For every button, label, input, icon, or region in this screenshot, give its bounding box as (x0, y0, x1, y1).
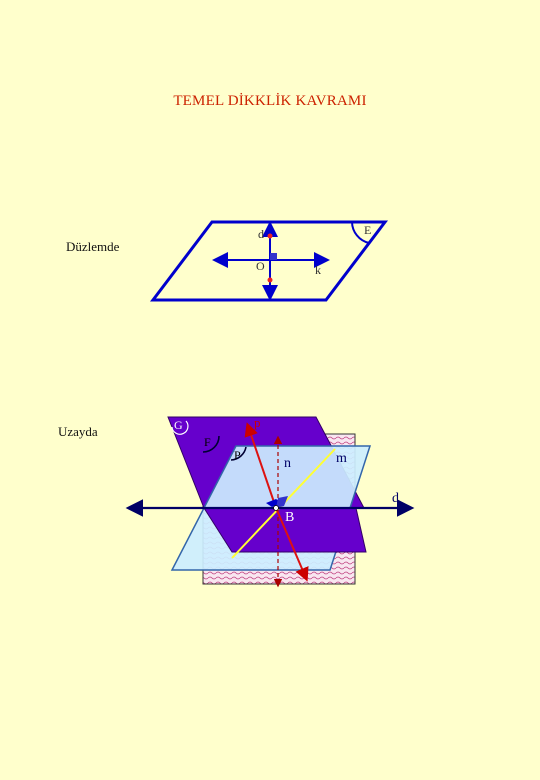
line-d-space-label: d (392, 491, 399, 506)
plane-f-corner-mark (202, 435, 220, 453)
section-label-space: Uzayda (58, 424, 98, 439)
plane-f-label: F (204, 435, 211, 449)
right-angle-mark (270, 253, 277, 260)
plane-e-label: E (364, 223, 371, 237)
line-p-down (275, 507, 309, 582)
line-p-label: p (254, 415, 261, 430)
right-angle-mark-space-2 (276, 496, 288, 508)
point-bottom (267, 277, 273, 283)
space-figure: G F P p n m d B (125, 415, 415, 588)
plane-p-corner-mark (230, 446, 247, 461)
plane-figure: E d O k (149, 220, 389, 302)
point-b-label: B (285, 510, 294, 525)
plane-p-label: P (234, 448, 241, 462)
plane-g-corner-mark (171, 420, 189, 435)
plane-g-label: G (174, 418, 183, 432)
line-k-label: k (315, 263, 321, 277)
point-top (267, 233, 273, 239)
point-o-label: O (256, 259, 265, 273)
plane-e-angle-mark (351, 221, 370, 244)
page-title: TEMEL DİKKLİK KAVRAMI (173, 93, 367, 109)
line-m-label: m (336, 451, 347, 466)
line-d-label: d (258, 227, 264, 241)
line-p (244, 422, 277, 509)
section-label-plane: Düzlemde (66, 239, 120, 254)
plane-e (149, 220, 389, 302)
line-n-label: n (284, 456, 291, 471)
point-b (273, 505, 279, 511)
